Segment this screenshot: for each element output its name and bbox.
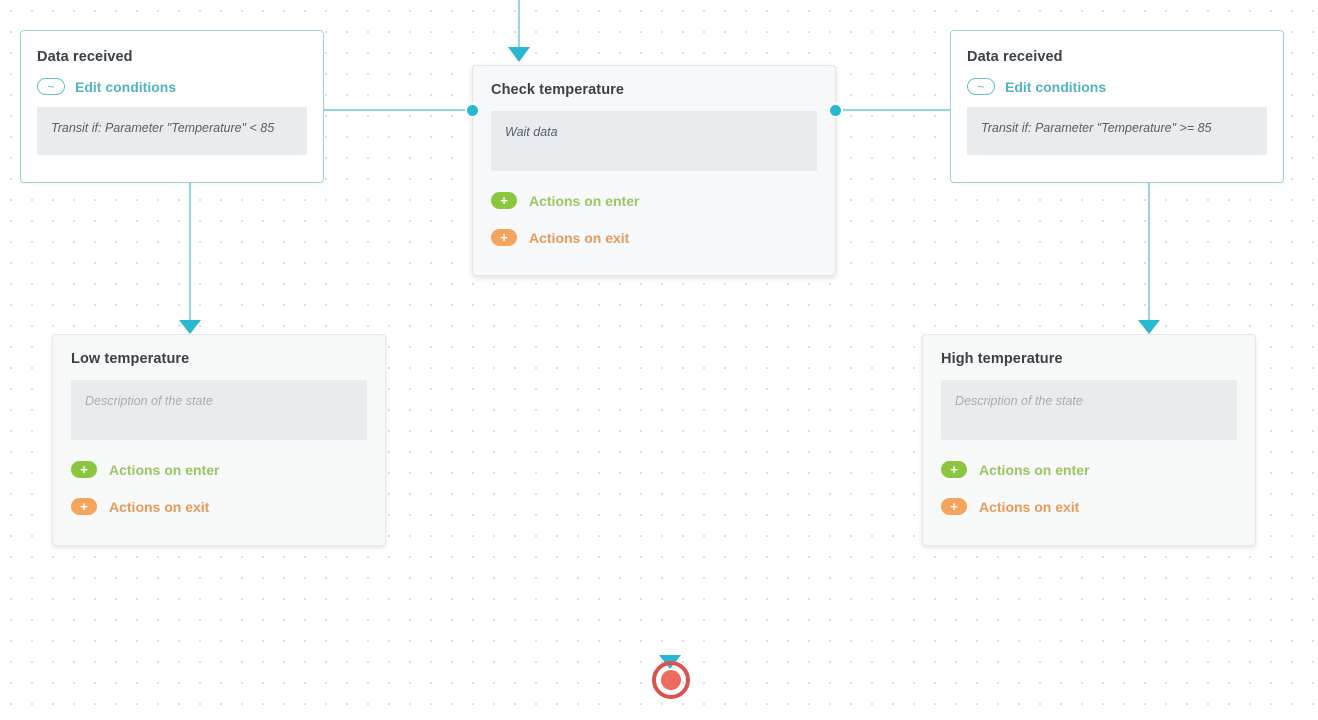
node-title: Low temperature [71, 351, 190, 367]
condition-text: Transit if: Parameter "Temperature" >= 8… [981, 121, 1212, 135]
actions-on-enter-button[interactable]: + Actions on enter [491, 192, 817, 209]
plus-icon: + [491, 229, 517, 246]
edit-conditions-button[interactable]: ~ Edit conditions [37, 78, 307, 95]
actions-on-enter-button[interactable]: + Actions on enter [941, 461, 1237, 478]
actions-on-enter-label: Actions on enter [529, 192, 640, 209]
actions-on-exit-label: Actions on exit [529, 229, 630, 246]
tilde-icon: ~ [37, 78, 65, 95]
state-node-low-temperature[interactable]: Low temperature Description of the state… [52, 334, 386, 546]
edit-conditions-label: Edit conditions [75, 78, 177, 95]
plus-icon: + [941, 498, 967, 515]
plus-icon: + [71, 461, 97, 478]
port-output-right[interactable] [828, 103, 843, 118]
actions-on-enter-button[interactable]: + Actions on enter [71, 461, 367, 478]
end-state-node[interactable] [652, 655, 690, 699]
actions-on-exit-label: Actions on exit [979, 498, 1080, 515]
plus-icon: + [941, 461, 967, 478]
state-description-input[interactable]: Description of the state [71, 380, 367, 440]
tilde-icon: ~ [967, 78, 995, 95]
actions-on-exit-button[interactable]: + Actions on exit [71, 498, 367, 515]
arrowhead-into-high [1138, 320, 1160, 334]
condition-text: Transit if: Parameter "Temperature" < 85 [51, 121, 275, 135]
arrowhead-into-low [179, 320, 201, 334]
plus-icon: + [71, 498, 97, 515]
node-title: Data received [37, 49, 133, 65]
state-description-input[interactable]: Description of the state [941, 380, 1237, 440]
actions-on-enter-label: Actions on enter [979, 461, 1090, 478]
actions-on-exit-button[interactable]: + Actions on exit [941, 498, 1237, 515]
node-title: Data received [967, 49, 1063, 65]
state-description-placeholder: Wait data [505, 125, 558, 139]
transition-node-left[interactable]: Data received ~ Edit conditions Transit … [20, 30, 324, 183]
state-description-placeholder: Description of the state [955, 394, 1083, 408]
end-state-circle-icon [652, 661, 690, 699]
plus-icon: + [491, 192, 517, 209]
edit-conditions-label: Edit conditions [1005, 78, 1107, 95]
port-input-left[interactable] [465, 103, 480, 118]
node-title: High temperature [941, 351, 1063, 367]
actions-on-exit-label: Actions on exit [109, 498, 210, 515]
state-description-placeholder: Description of the state [85, 394, 213, 408]
actions-on-enter-label: Actions on enter [109, 461, 220, 478]
state-node-check-temperature[interactable]: Check temperature Wait data + Actions on… [465, 65, 843, 276]
actions-on-exit-button[interactable]: + Actions on exit [491, 229, 817, 246]
state-node-high-temperature[interactable]: High temperature Description of the stat… [922, 334, 1256, 546]
node-title: Check temperature [491, 82, 625, 98]
condition-text-box[interactable]: Transit if: Parameter "Temperature" >= 8… [967, 107, 1267, 155]
state-description-input[interactable]: Wait data [491, 111, 817, 171]
condition-text-box[interactable]: Transit if: Parameter "Temperature" < 85 [37, 107, 307, 155]
transition-node-right[interactable]: Data received ~ Edit conditions Transit … [950, 30, 1284, 183]
edit-conditions-button[interactable]: ~ Edit conditions [967, 78, 1267, 95]
arrowhead-into-center [508, 47, 530, 62]
